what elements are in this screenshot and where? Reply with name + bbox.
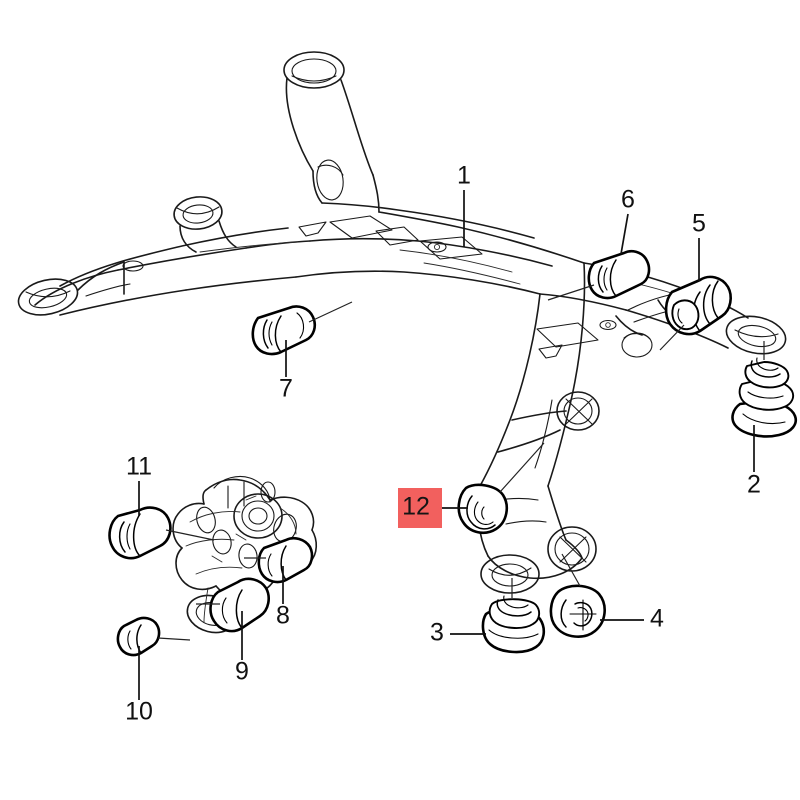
part-12-subframe-bushing-highlighted [457,442,545,535]
callout-label-7: 7 [279,375,293,403]
part-10-knuckle-bushing [116,616,191,657]
callout-11[interactable]: 11 [126,453,152,516]
part-9-knuckle-bushing [196,577,270,633]
subframe-center-body [295,202,617,359]
callout-9[interactable]: 9 [235,611,249,686]
part-5-ribbed-bushing [659,275,732,351]
subframe-left-center-eye [173,196,237,253]
callout-label-6: 6 [621,186,635,214]
callout-label-2: 2 [747,471,761,499]
callout-label-5: 5 [692,210,706,238]
part-8-knuckle-bushing [244,536,314,584]
part-2-stepped-mount-bushing [731,341,798,438]
part-11-knuckle-bushing [108,506,215,560]
callout-label-3: 3 [430,619,444,647]
subframe-lower-left-leg [479,262,600,487]
callout-4[interactable]: 4 [600,605,664,633]
callout-8[interactable]: 8 [276,566,290,630]
callout-12[interactable]: 12 [398,488,468,528]
callout-10[interactable]: 10 [125,646,153,726]
callout-highlight-box-12 [398,488,442,528]
callout-7[interactable]: 7 [279,340,293,403]
callout-leader-6 [620,213,629,255]
callout-1[interactable]: 1 [457,162,471,247]
callout-label-12: 12 [402,493,430,521]
callout-5[interactable]: 5 [692,210,706,281]
callout-2[interactable]: 2 [747,425,761,499]
callout-label-1: 1 [457,162,471,190]
callout-6[interactable]: 6 [620,186,635,255]
part-7-cylindrical-bushing [251,301,353,356]
callout-label-8: 8 [276,602,290,630]
subframe-upper-arm [283,51,380,213]
callout-3[interactable]: 3 [430,619,486,647]
part-6-cylindrical-bushing [547,249,651,301]
callout-label-9: 9 [235,658,249,686]
callout-label-10: 10 [125,698,153,726]
callout-label-4: 4 [650,605,664,633]
part-3-flanged-bushing [481,578,546,654]
callout-label-11: 11 [126,453,152,481]
part-4-balljoint-bushing [549,553,606,638]
